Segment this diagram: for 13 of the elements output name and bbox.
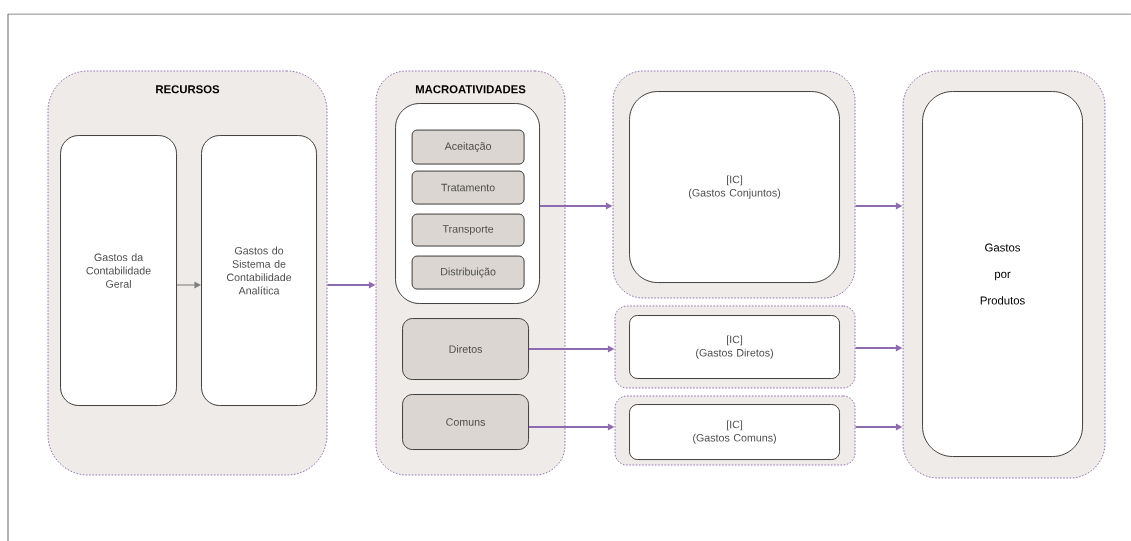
activity-box: Comuns bbox=[402, 394, 529, 450]
arrow bbox=[176, 281, 201, 289]
process-box: Gastos por Produtos bbox=[922, 91, 1083, 457]
activity-box: Diretos bbox=[402, 318, 529, 380]
activity-box: Distribuição bbox=[411, 255, 525, 290]
activity-box: Transporte bbox=[411, 213, 525, 247]
activity-box: Tratamento bbox=[411, 170, 525, 205]
process-box: [IC] (Gastos Conjuntos) bbox=[629, 91, 840, 283]
process-box: [IC] (Gastos Diretos) bbox=[629, 315, 840, 379]
process-box: [IC] (Gastos Comuns) bbox=[629, 404, 840, 460]
process-box: Gastos da Contabilidade Geral bbox=[60, 135, 177, 406]
activity-box: Aceitação bbox=[411, 129, 525, 165]
process-box: Gastos do Sistema de Contabilidade Analítica bbox=[201, 135, 317, 406]
